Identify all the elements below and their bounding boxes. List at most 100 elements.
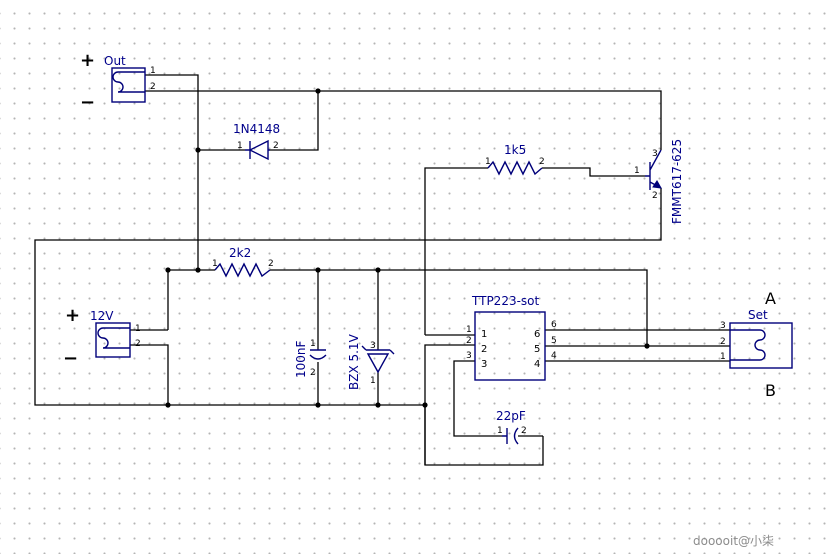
pin-label: 1 bbox=[237, 141, 243, 151]
resistor-zigzag-icon bbox=[487, 160, 543, 176]
resistor-2k2-label: 2k2 bbox=[229, 246, 251, 260]
pin-label: 2 bbox=[521, 426, 527, 436]
junction-dot bbox=[315, 88, 321, 94]
junction-dot bbox=[422, 402, 428, 408]
junction-dot bbox=[195, 267, 201, 273]
connector-out-minus: − bbox=[80, 92, 95, 113]
pin-label: 3 bbox=[652, 149, 658, 159]
wire-12v-pin2-bottom bbox=[130, 344, 169, 405]
pin-label: 1 bbox=[150, 66, 156, 76]
connector-12v-contacts-icon bbox=[97, 327, 130, 349]
connector-set-label: Set bbox=[748, 308, 768, 322]
junction-dot bbox=[165, 402, 171, 408]
pin-label: 6 bbox=[551, 320, 557, 330]
connector-12v-label: 12V bbox=[90, 309, 114, 323]
pin-label: 2 bbox=[268, 259, 274, 269]
wire-ic3-to-22pf bbox=[453, 360, 502, 437]
connector-set: Set A B 3 2 1 bbox=[720, 289, 793, 400]
resistor-2k2: 2k2 1 2 bbox=[212, 246, 274, 278]
capacitor-100nf: 100nF 1 2 bbox=[294, 339, 327, 378]
connector-12v-body bbox=[95, 322, 131, 358]
connector-12v-minus: − bbox=[63, 348, 78, 369]
resistor-1k5-label: 1k5 bbox=[504, 143, 526, 157]
ic-pin-label: 1 bbox=[481, 329, 487, 340]
pin-label: 2 bbox=[273, 141, 279, 151]
capacitor-symbol-icon bbox=[502, 427, 519, 445]
junction-dot bbox=[195, 147, 201, 153]
capacitor-22pf: 22pF 1 2 bbox=[496, 409, 527, 445]
pin-label: 2 bbox=[135, 339, 141, 349]
capacitor-100nf-label: 100nF bbox=[294, 340, 308, 378]
connector-set-a-label: A bbox=[765, 289, 776, 308]
pin-label: 4 bbox=[551, 351, 557, 361]
connector-out-label: Out bbox=[104, 54, 126, 68]
capacitor-22pf-label: 22pF bbox=[496, 409, 526, 423]
ic-pin-label: 5 bbox=[534, 344, 540, 355]
wire-diode-right bbox=[270, 91, 319, 151]
connector-12v: + − 12V 1 2 bbox=[63, 305, 141, 369]
pin-label: 1 bbox=[212, 259, 218, 269]
transistor-fmmt617: FMMT617-625 1 2 3 bbox=[634, 139, 684, 224]
ic-pin-label: 2 bbox=[481, 344, 487, 355]
connector-12v-plus: + bbox=[65, 305, 80, 326]
junction-dot bbox=[315, 267, 321, 273]
zener-symbol-icon bbox=[361, 345, 395, 374]
wires bbox=[34, 74, 730, 466]
junction-dot bbox=[644, 343, 650, 349]
diode-label: 1N4148 bbox=[233, 122, 280, 136]
diode-symbol-icon bbox=[245, 139, 270, 161]
junction-dot bbox=[165, 267, 171, 273]
wire-out-pin1-vertical bbox=[145, 74, 199, 270]
transistor-arrow-icon bbox=[652, 180, 662, 189]
ic-pin-label: 4 bbox=[534, 359, 540, 370]
pin-label: 1 bbox=[634, 166, 640, 176]
junction-dot bbox=[315, 402, 321, 408]
pin-label: 1 bbox=[135, 324, 141, 334]
pin-label: 2 bbox=[150, 82, 156, 92]
pin-label: 1 bbox=[497, 426, 503, 436]
ic-label: TTP223-sot bbox=[471, 294, 540, 308]
connector-set-b-label: B bbox=[765, 381, 776, 400]
pin-label: 3 bbox=[720, 321, 726, 331]
junction-dot bbox=[375, 267, 381, 273]
pin-label: 2 bbox=[652, 191, 658, 201]
connector-out-plus: + bbox=[80, 50, 95, 71]
pin-label: 1 bbox=[370, 376, 376, 386]
wire-ic1-to-1k5 bbox=[424, 167, 488, 335]
transistor-label: FMMT617-625 bbox=[670, 139, 684, 224]
zener-bzx51: BZX 5.1V 3 1 bbox=[347, 333, 395, 390]
wire-12v-to-2k2 bbox=[167, 269, 215, 330]
ic-body bbox=[474, 311, 546, 381]
wire-out-pin2-top-rail bbox=[145, 90, 662, 150]
pin-label: 2 bbox=[310, 368, 316, 378]
resistor-1k5: 1k5 1 2 bbox=[485, 143, 545, 176]
wire-2k2-rail bbox=[270, 269, 648, 345]
pin-label: 1 bbox=[720, 352, 726, 362]
watermark: dooooit@小柒 bbox=[693, 534, 774, 548]
pin-label: 2 bbox=[466, 336, 472, 346]
ic-pin-label: 3 bbox=[481, 359, 487, 370]
pin-label: 2 bbox=[720, 337, 726, 347]
connector-set-body bbox=[729, 322, 793, 369]
connector-out: + − Out 1 2 bbox=[80, 50, 156, 113]
pin-label: 5 bbox=[551, 336, 557, 346]
junction-dots bbox=[165, 88, 650, 408]
transistor-symbol-icon bbox=[645, 149, 662, 190]
wire-emitter-ground-loop bbox=[34, 188, 662, 406]
pin-label: 3 bbox=[370, 341, 376, 351]
wire-1k5-to-base bbox=[542, 167, 645, 177]
pin-label: 1 bbox=[485, 157, 491, 167]
capacitor-symbol-icon bbox=[309, 349, 327, 360]
ic-ttp223: TTP223-sot 1 2 3 6 5 4 1 2 3 6 5 4 bbox=[466, 294, 557, 381]
pin-label: 2 bbox=[539, 157, 545, 167]
pin-label: 1 bbox=[466, 325, 472, 335]
zener-label: BZX 5.1V bbox=[347, 333, 361, 390]
diode-1n4148: 1N4148 1 2 bbox=[233, 122, 280, 161]
connector-set-contacts-icon bbox=[730, 329, 766, 361]
pin-label: 3 bbox=[466, 351, 472, 361]
resistor-zigzag-icon bbox=[214, 262, 271, 278]
connector-out-body bbox=[111, 67, 146, 103]
pin-label: 1 bbox=[310, 339, 316, 349]
ic-pin-label: 6 bbox=[534, 329, 540, 340]
